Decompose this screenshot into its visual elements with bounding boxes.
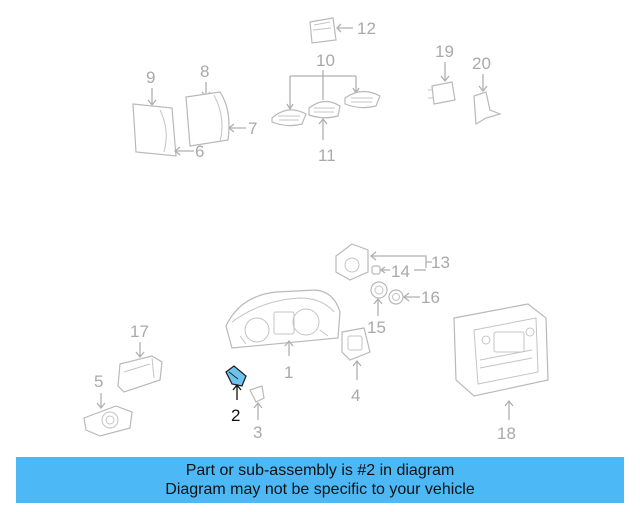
callout-9: 9 — [146, 68, 155, 87]
leader-5 — [96, 393, 106, 410]
leader-6 — [173, 146, 194, 156]
callout-7: 7 — [248, 119, 257, 138]
part-18-head-unit — [453, 303, 549, 397]
callout-4: 4 — [351, 386, 360, 405]
leader-3 — [253, 401, 263, 420]
leader-4 — [352, 359, 362, 380]
callout-1: 1 — [284, 363, 293, 382]
leader-19 — [440, 62, 450, 83]
callout-18: 18 — [497, 424, 516, 443]
part-10-vent-center — [308, 100, 341, 119]
callout-12: 12 — [357, 19, 376, 38]
part-16-ring — [388, 289, 404, 305]
leader-16 — [402, 292, 420, 302]
part-17-module — [117, 355, 163, 393]
leader-11 — [318, 117, 328, 140]
part-5-switch — [83, 405, 133, 437]
banner-line-disclaimer: Diagram may not be specific to your vehi… — [165, 481, 475, 498]
callout-13: 13 — [431, 253, 450, 272]
leader-2 — [232, 383, 242, 400]
part-13-switch — [335, 243, 369, 281]
part-14-clip — [371, 265, 381, 275]
leader-14 — [379, 266, 390, 274]
part-4-switch — [341, 327, 371, 361]
callout-6: 6 — [195, 142, 204, 161]
callout-15: 15 — [367, 318, 386, 337]
leader-20 — [478, 74, 488, 93]
leader-18 — [504, 399, 514, 420]
callout-14: 14 — [391, 262, 410, 281]
callout-10: 10 — [316, 51, 335, 70]
part-3-clip — [249, 385, 265, 403]
callout-2: 2 — [231, 406, 240, 425]
part-1-instrument-cluster — [225, 289, 341, 349]
info-banner: Part or sub-assembly is #2 in diagram Di… — [16, 457, 624, 503]
part-2-highlighted — [225, 365, 247, 387]
part-20-bracket — [473, 91, 502, 126]
leader-10 — [286, 70, 360, 111]
part-9-panel — [132, 103, 177, 157]
part-19-bracket — [428, 81, 456, 105]
callout-3: 3 — [253, 423, 262, 442]
callout-17: 17 — [130, 322, 149, 341]
callout-11: 11 — [318, 146, 336, 165]
part-8-panel — [185, 91, 230, 147]
leader-13 — [369, 251, 432, 268]
leader-1 — [284, 339, 294, 356]
callout-5: 5 — [94, 372, 103, 391]
part-12-module — [309, 17, 337, 44]
leader-9 — [147, 88, 157, 107]
callout-8: 8 — [200, 62, 209, 81]
callout-19: 19 — [435, 42, 454, 61]
leader-15 — [373, 297, 383, 316]
part-10-vent-left — [271, 109, 307, 127]
part-15-knob — [370, 281, 388, 299]
callout-20: 20 — [472, 54, 491, 73]
callout-16: 16 — [421, 288, 440, 307]
leader-7 — [227, 123, 246, 133]
banner-line-part: Part or sub-assembly is #2 in diagram — [185, 462, 455, 479]
leader-12 — [336, 23, 353, 33]
part-10-vent-right — [344, 90, 381, 109]
parts-diagram: 12 10 11 19 20 9 6 8 7 — [83, 17, 549, 443]
leader-17 — [135, 342, 145, 359]
